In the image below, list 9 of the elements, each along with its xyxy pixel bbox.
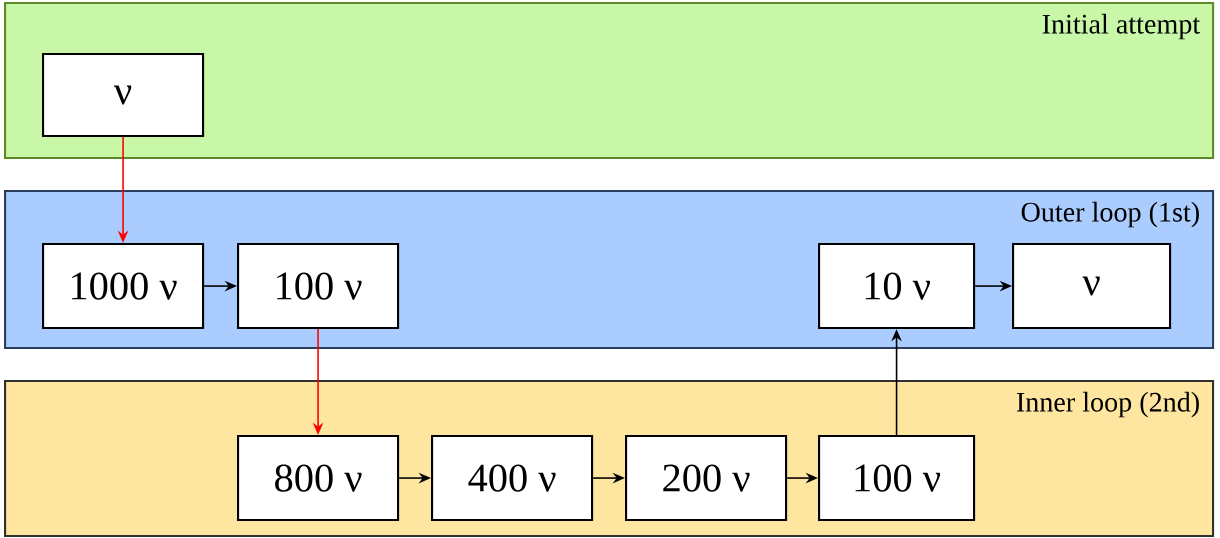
value-box: ν [42,53,205,138]
value-box: 100 ν [818,435,976,522]
value-box: 10 ν [818,243,976,330]
value-box: 200 ν [625,435,788,522]
value-box: 1000 ν [42,243,205,330]
value-box: ν [1012,243,1172,330]
value-box: 100 ν [237,243,400,330]
value-box: 400 ν [431,435,594,522]
value-box: 800 ν [237,435,400,522]
